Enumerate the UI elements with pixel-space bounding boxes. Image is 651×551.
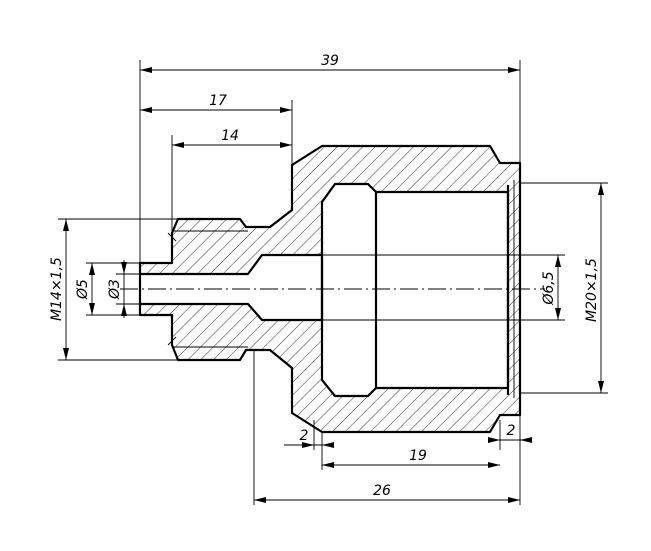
- large-bore-outline: [320, 182, 510, 398]
- dim-19: 19: [322, 448, 500, 468]
- dim-14-label: 14: [221, 128, 239, 144]
- dim-17: 17: [140, 93, 292, 113]
- dim-2-right: 2: [488, 423, 532, 443]
- dim-d5: Ø5: [75, 263, 95, 315]
- dim-d6-5-label: Ø6,5: [541, 271, 557, 305]
- dim-2-left-label: 2: [300, 428, 309, 444]
- dim-26: 26: [254, 483, 520, 503]
- dim-26-label: 26: [373, 483, 391, 499]
- spigot-mark-top: [167, 232, 177, 242]
- dim-39: 39: [140, 53, 520, 73]
- dim-2-right-label: 2: [507, 423, 516, 439]
- dim-m20-label: M20×1,5: [584, 258, 600, 322]
- spigot-mark-bottom: [167, 336, 177, 346]
- dim-m14: M14×1,5: [49, 219, 69, 360]
- dim-2-left: 2: [284, 428, 334, 448]
- dim-d3-label: Ø3: [107, 279, 123, 300]
- dim-m14-label: M14×1,5: [49, 257, 65, 321]
- dim-39-label: 39: [321, 53, 339, 69]
- dim-d6-5: Ø6,5: [541, 255, 561, 320]
- dim-d3: Ø3: [107, 260, 127, 318]
- dim-m20: M20×1,5: [584, 183, 604, 393]
- dim-14: 14: [172, 128, 292, 148]
- dim-19-label: 19: [409, 448, 427, 464]
- dim-17-label: 17: [209, 93, 227, 109]
- part-section-hatch: [140, 146, 520, 432]
- dim-d5-label: Ø5: [75, 279, 91, 300]
